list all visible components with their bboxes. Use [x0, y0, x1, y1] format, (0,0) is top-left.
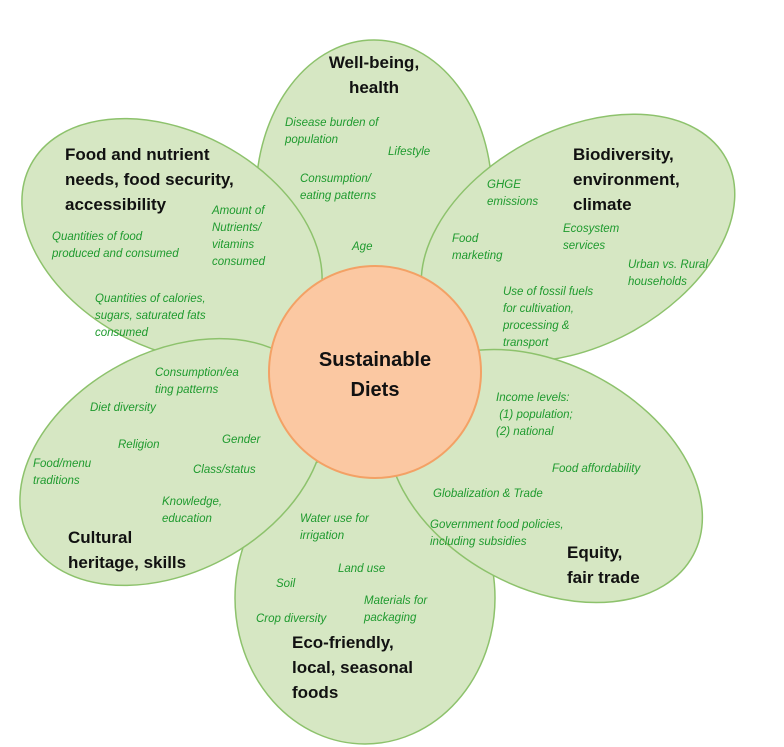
petal-item: Age [351, 241, 372, 253]
petal-item: Quantities of calories,sugars, saturated… [95, 293, 206, 339]
petal-item: Soil [276, 578, 296, 590]
petal-item: Diet diversity [90, 402, 157, 414]
petal-item: Religion [118, 439, 160, 451]
petal-item: Lifestyle [388, 146, 430, 158]
petal-title-lower-right: Equity,fair trade [567, 543, 640, 587]
petal-item: Knowledge,education [162, 496, 222, 525]
petal-item: Class/status [193, 464, 256, 476]
petal-item: Globalization & Trade [433, 488, 543, 500]
petal-item: Crop diversity [256, 613, 328, 625]
center-circle [268, 265, 482, 479]
petal-item: Land use [338, 563, 385, 575]
petal-title-top: Well-being,health [329, 53, 419, 97]
petal-item: Gender [222, 434, 262, 446]
petal-item: Consumption/eating patterns [300, 173, 376, 202]
petal-item: Government food policies,including subsi… [430, 519, 564, 548]
petal-item: Income levels: (1) population;(2) nation… [496, 392, 573, 438]
petal-item: Food affordability [552, 463, 641, 475]
petal-title-upper-right: Biodiversity,environment,climate [573, 145, 680, 214]
